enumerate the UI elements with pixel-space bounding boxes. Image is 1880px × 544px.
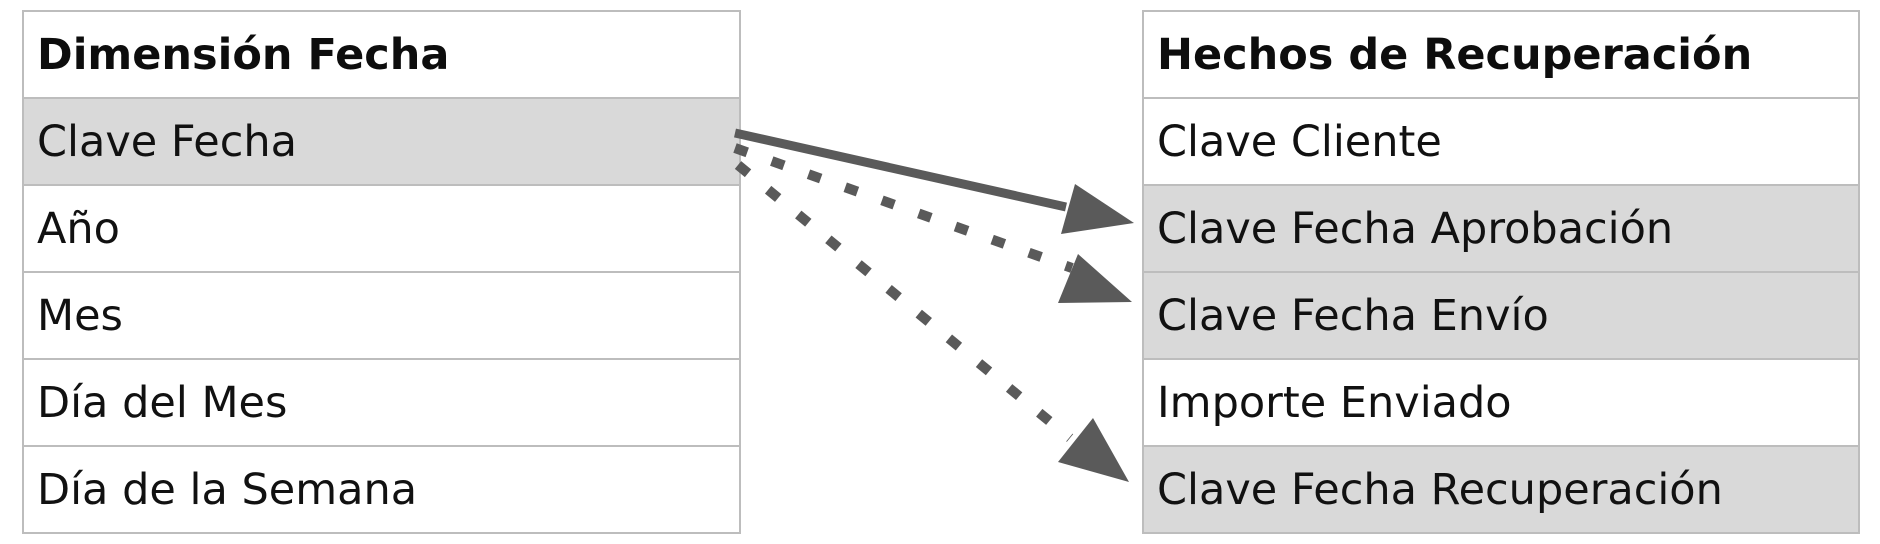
date-dimension-table: Dimensión Fecha Clave Fecha Año Mes Día … xyxy=(22,10,741,534)
date-dimension-title: Dimensión Fecha xyxy=(37,29,450,80)
arrowhead-recuperacion xyxy=(1058,418,1129,482)
connector-solid-aprobacion xyxy=(734,128,1067,212)
connector-dotted-recuperacion xyxy=(734,161,1074,442)
row-dia-del-mes: Día del Mes xyxy=(24,358,739,445)
arrowhead-envio xyxy=(1058,254,1132,303)
row-ano: Año xyxy=(24,184,739,271)
row-clave-cliente: Clave Cliente xyxy=(1144,97,1858,184)
row-importe-enviado: Importe Enviado xyxy=(1144,358,1858,445)
row-clave-fecha-aprobacion: Clave Fecha Aprobación xyxy=(1144,184,1858,271)
row-clave-fecha-recuperacion: Clave Fecha Recuperación xyxy=(1144,445,1858,532)
row-dia-de-la-semana: Día de la Semana xyxy=(24,445,739,532)
recovery-facts-table: Hechos de Recuperación Clave Cliente Cla… xyxy=(1142,10,1860,534)
row-clave-fecha: Clave Fecha xyxy=(24,97,739,184)
recovery-facts-title: Hechos de Recuperación xyxy=(1157,29,1753,80)
arrowhead-aprobacion xyxy=(1061,184,1134,234)
row-clave-fecha-envio: Clave Fecha Envío xyxy=(1144,271,1858,358)
connector-dotted-envio xyxy=(733,143,1074,273)
row-mes: Mes xyxy=(24,271,739,358)
